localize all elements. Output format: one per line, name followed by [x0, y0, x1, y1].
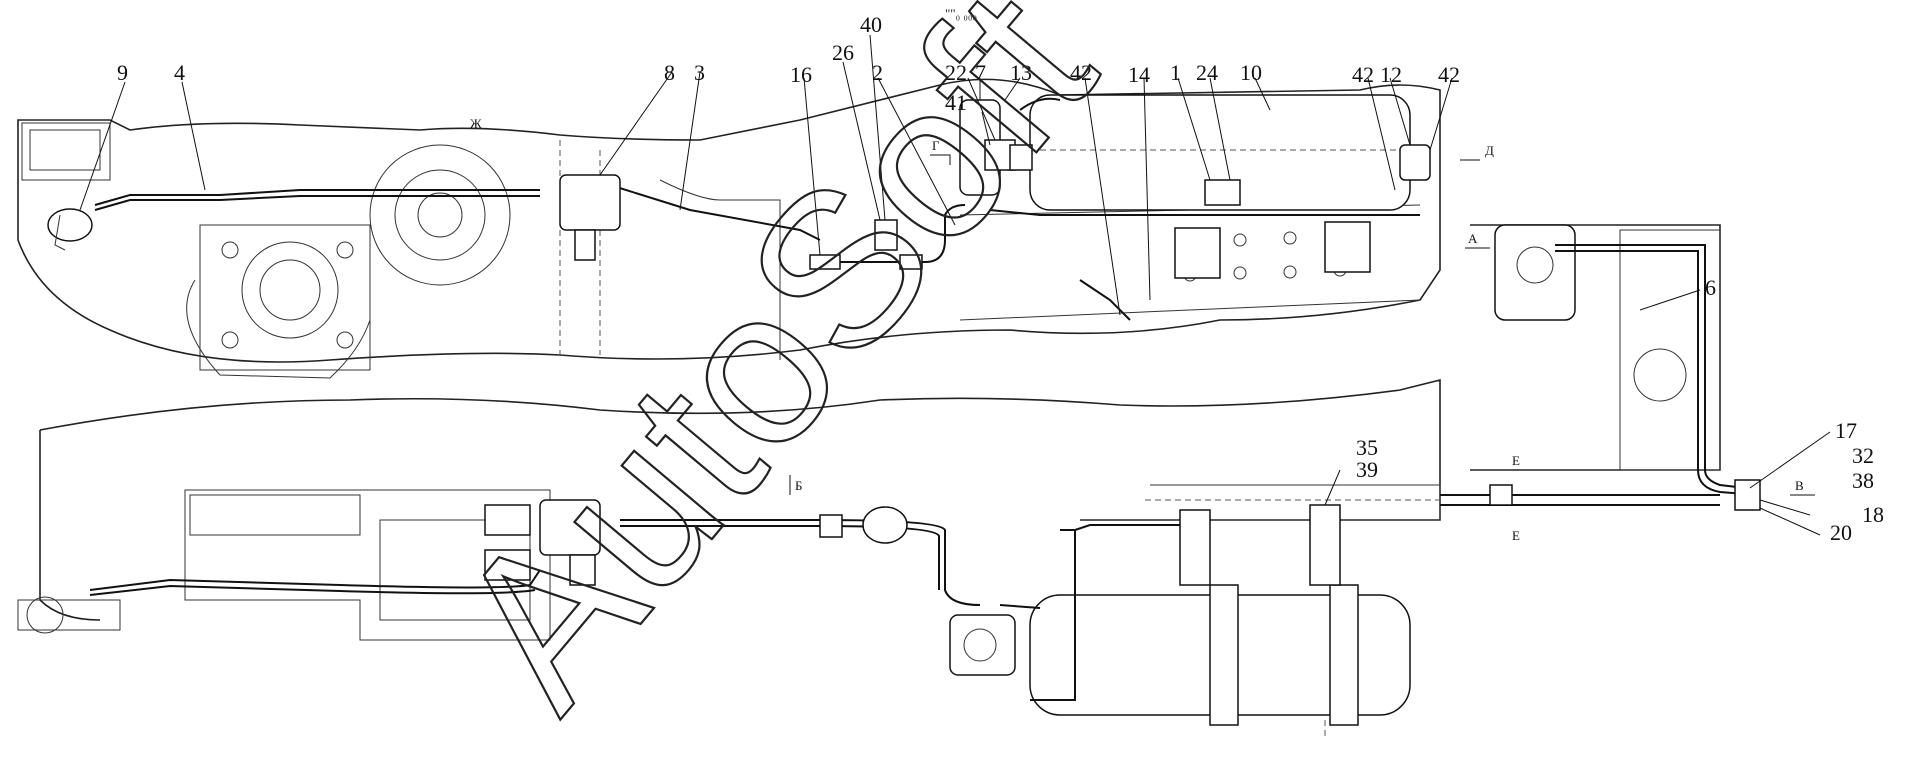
header-mark: ""₀ ₀₀₀ [945, 6, 977, 21]
callout-20: 20 [1830, 520, 1852, 545]
valve-upper-right [1494, 224, 1576, 321]
callout-2: 2 [872, 60, 883, 85]
callout-42-a: 42 [1070, 60, 1092, 85]
valve-12 [1399, 144, 1431, 181]
callout-10: 10 [1240, 60, 1262, 85]
valve-lower-2 [862, 506, 908, 544]
valve-9 [47, 208, 93, 242]
callout-17: 17 [1835, 418, 1857, 443]
callout-40: 40 [860, 12, 882, 37]
callout-labels: 9 4 8 3 16 26 40 2 22 7 41 13 42 14 1 24… [117, 12, 1884, 545]
section-mark-a: А [1468, 231, 1478, 246]
callout-14: 14 [1128, 62, 1150, 87]
callout-13: 13 [1010, 60, 1032, 85]
section-mark-g: Г [932, 138, 940, 153]
callout-3: 3 [694, 60, 705, 85]
leader-lines [79, 34, 1831, 536]
watermark: AutoSoft [408, 0, 1139, 750]
callout-18: 18 [1862, 502, 1884, 527]
valve-1 [1204, 179, 1241, 206]
callout-16: 16 [790, 62, 812, 87]
lower-piping [89, 479, 1761, 701]
callout-9: 9 [117, 60, 128, 85]
fitting-16 [809, 254, 841, 270]
callout-42-b: 42 [1352, 62, 1374, 87]
callout-42-c: 42 [1438, 62, 1460, 87]
callout-26: 26 [832, 40, 854, 65]
valve-lower-3 [949, 614, 1016, 676]
callout-1: 1 [1170, 60, 1181, 85]
section-mark-zh: Ж [470, 116, 482, 131]
callout-4: 4 [174, 60, 185, 85]
section-mark-e2: Е [1512, 528, 1520, 543]
valve-40 [874, 219, 898, 251]
callout-22: 22 [945, 60, 967, 85]
section-mark-e1: Е [1512, 453, 1520, 468]
callout-38: 38 [1852, 468, 1874, 493]
callout-39: 39 [1356, 457, 1378, 482]
valve-8 [559, 174, 621, 231]
section-mark-b: Б [795, 478, 802, 493]
section-marks: Г Д А Б В Е Е Ж ""₀ ₀₀₀ [470, 6, 1815, 543]
callout-41: 41 [945, 90, 967, 115]
callout-8: 8 [664, 60, 675, 85]
callout-6: 6 [1705, 275, 1716, 300]
callout-12: 12 [1380, 62, 1402, 87]
callout-24: 24 [1196, 60, 1218, 85]
callout-32: 32 [1852, 443, 1874, 468]
callout-7: 7 [975, 60, 986, 85]
upper-chassis [17, 78, 1721, 471]
section-mark-v: В [1795, 478, 1804, 493]
section-mark-d: Д [1485, 143, 1494, 158]
lower-chassis [17, 378, 1441, 740]
callout-35: 35 [1356, 435, 1378, 460]
